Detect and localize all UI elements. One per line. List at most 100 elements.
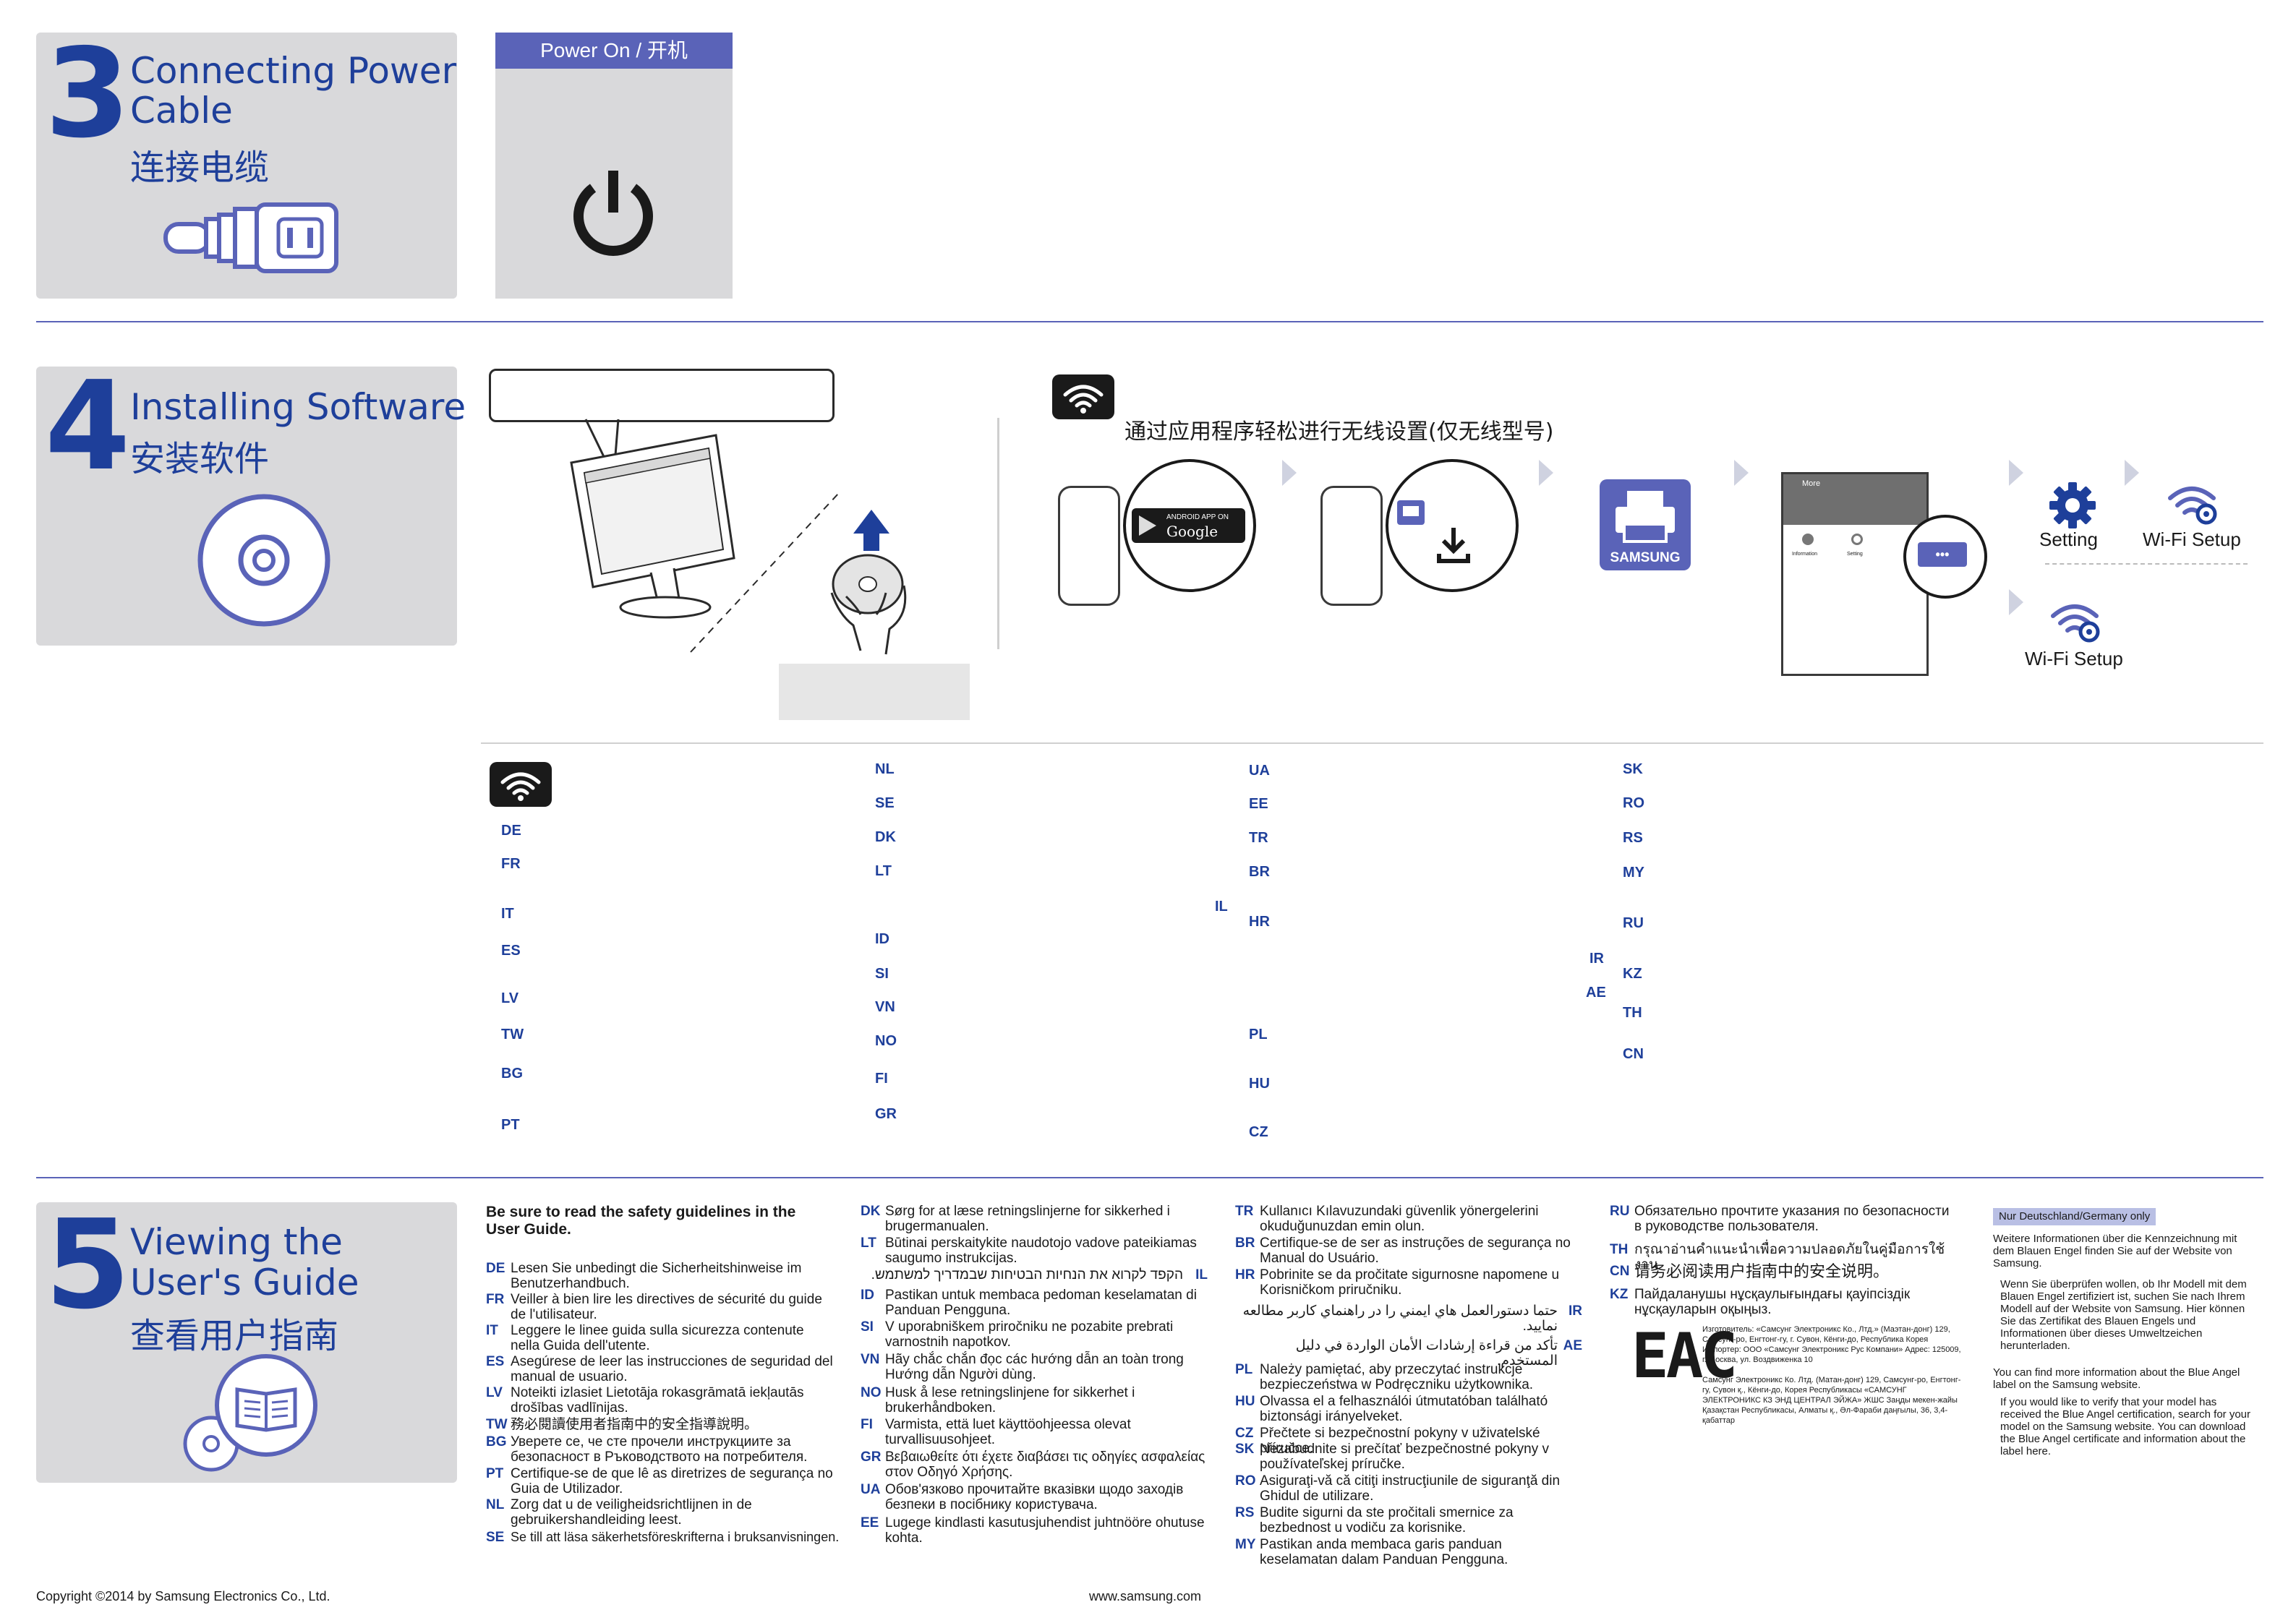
- safety-si-text: V uporabniškem priročniku ne pozabite pr…: [885, 1319, 1174, 1350]
- cd-icon: [197, 494, 330, 627]
- code-ee: EE: [1249, 796, 1268, 812]
- code-ae: AE: [1586, 985, 1606, 1001]
- code-ro: RO: [1623, 795, 1644, 811]
- samsung-app-label: SAMSUNG: [1610, 550, 1681, 565]
- step-arrow-3: [1734, 460, 1749, 486]
- safety-hr-code: HR: [1235, 1267, 1255, 1282]
- power-cable-icon: [163, 202, 338, 273]
- safety-tw-text: 務必閱讀使用者指南中的安全指導說明。: [511, 1417, 759, 1432]
- safety-vn-code: VN: [861, 1352, 880, 1367]
- safety-it-code: IT: [486, 1323, 498, 1338]
- code-ir: IR: [1589, 951, 1604, 967]
- safety-hr-text: Pobrinite se da pročitate sigurnosne nap…: [1260, 1267, 1560, 1298]
- code-hu: HU: [1249, 1076, 1270, 1092]
- more-button[interactable]: •••: [1918, 542, 1967, 567]
- section3-number: 3: [45, 22, 131, 166]
- code-br: BR: [1249, 864, 1270, 880]
- code-sk: SK: [1623, 761, 1643, 777]
- safety-tw-code: TW: [486, 1417, 508, 1432]
- wifi-setup-label-1: Wi-Fi Setup: [2143, 528, 2241, 550]
- wireless-heading: 通过应用程序轻松进行无线设置(仅无线型号): [1124, 419, 1554, 445]
- safety-fi-text: Varmista, että luet käyttöohjeessa oleva…: [885, 1417, 1131, 1447]
- code-ru: RU: [1623, 915, 1644, 931]
- section5-number: 5: [45, 1194, 131, 1337]
- section3-title-cn: 连接电缆: [130, 147, 270, 188]
- safety-ee-code: EE: [861, 1515, 879, 1530]
- safety-pt-text: Certifique-se de que lê as diretrizes de…: [511, 1466, 833, 1496]
- safety-fr-text: Veiller à bien lire les directives de sé…: [511, 1292, 822, 1322]
- app-info-label: Information: [1792, 552, 1818, 557]
- safety-ru-text: Обязательно прочтите указания по безопас…: [1634, 1204, 1950, 1234]
- divider-section4-codes: [481, 742, 2263, 744]
- safety-de-code: DE: [486, 1261, 505, 1276]
- eac-logo-text: EAC: [1631, 1320, 1738, 1392]
- safety-br-text: Certifique-se de ser as instruções de se…: [1260, 1236, 1571, 1266]
- app-screen-header: More: [1783, 474, 1926, 525]
- section5-title-line2: User's Guide: [130, 1262, 359, 1303]
- safety-tr-code: TR: [1235, 1204, 1254, 1219]
- install-callout-box: [489, 369, 835, 422]
- safety-hr: HR Pobrinite se da pročitate sigurnosne n…: [1235, 1267, 1582, 1298]
- safety-il-code: IL: [1195, 1267, 1208, 1282]
- safety-fr-code: FR: [486, 1292, 505, 1307]
- safety-fr: FR Veiller à bien lire les directives de …: [486, 1292, 833, 1322]
- code-my: MY: [1623, 865, 1644, 881]
- code-it: IT: [501, 906, 514, 922]
- setting-dashed-divider: [2045, 563, 2248, 565]
- code-lv: LV: [501, 990, 519, 1006]
- safety-se-code: SE: [486, 1530, 505, 1545]
- section5-title-line1: Viewing the: [130, 1221, 343, 1263]
- code-no: NO: [875, 1033, 897, 1049]
- section3-title-line1: Connecting Power: [130, 50, 457, 92]
- safety-lv-code: LV: [486, 1385, 503, 1400]
- safety-lt-code: LT: [861, 1236, 876, 1251]
- install-vertical-divider: [997, 418, 999, 649]
- google-play-button: ANDROID APP ON Google play: [1132, 508, 1245, 557]
- safety-dk-text: Sørg for at læse retningslinjerne for si…: [885, 1204, 1170, 1234]
- safety-cz-code: CZ: [1235, 1426, 1254, 1441]
- safety-ro-code: RO: [1235, 1473, 1256, 1489]
- footer-website[interactable]: www.samsung.com: [1089, 1589, 1202, 1603]
- wifi-badge-icon-codes: [490, 762, 552, 807]
- safety-tr-text: Kullanıcı Kılavuzundaki güvenlik yönerge…: [1260, 1204, 1539, 1234]
- divider-1: [36, 321, 2263, 322]
- section3-title-line2: Cable: [130, 90, 233, 132]
- code-fr: FR: [501, 856, 521, 872]
- code-vn: VN: [875, 999, 895, 1015]
- app-setting-label: Setting: [1847, 552, 1863, 557]
- blue-angel-en-intro: You can find more information about the …: [1993, 1366, 2240, 1391]
- safety-heading: Be sure to read the safety guidelines in…: [486, 1204, 796, 1238]
- step-arrow-1: [1282, 460, 1297, 486]
- safety-kz-code: KZ: [1610, 1287, 1629, 1302]
- power-header: Power On / 开机: [495, 33, 733, 69]
- code-gr: GR: [875, 1106, 897, 1122]
- code-rs: RS: [1623, 830, 1643, 846]
- code-id: ID: [875, 931, 889, 947]
- gear-icon: [2049, 482, 2096, 528]
- safety-my-text: Pastikan anda membaca garis panduan kese…: [1260, 1537, 1508, 1567]
- power-panel: [495, 33, 733, 299]
- code-kz: KZ: [1623, 966, 1642, 982]
- code-lt: LT: [875, 863, 892, 879]
- app-info-icon: [1802, 534, 1814, 545]
- code-se: SE: [875, 795, 895, 811]
- section4-title: Installing Software: [130, 386, 466, 428]
